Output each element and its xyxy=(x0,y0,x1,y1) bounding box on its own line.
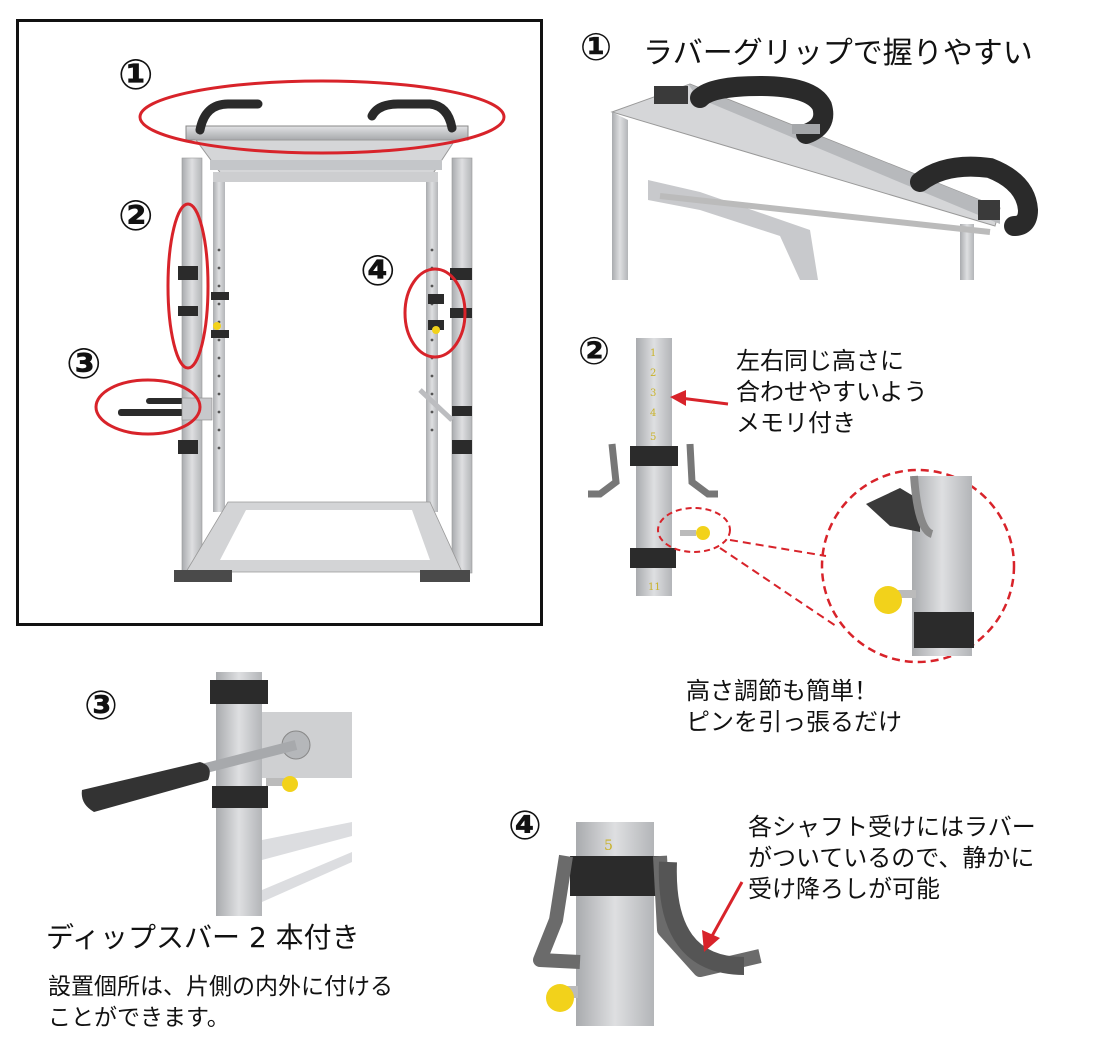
scale-mark-1: 1 xyxy=(650,348,656,359)
scale-mark-11: 11 xyxy=(648,582,661,593)
feature4-scale-mark: 5 xyxy=(604,838,613,854)
feature3-description: 設置個所は、片側の内外に付ける ことができます。 xyxy=(48,974,393,1032)
feature4-number: ④ xyxy=(508,803,542,849)
feature1-number: ① xyxy=(580,25,613,69)
scale-mark-3: 3 xyxy=(650,388,656,399)
feature2-number: ② xyxy=(578,329,611,373)
feature3-number: ③ xyxy=(84,683,118,729)
feature1-caption: ラバーグリップで握りやすい xyxy=(643,36,1033,71)
feature3-title: ディップスバー 2 本付き xyxy=(46,921,360,954)
overview-marker-2: ② xyxy=(118,191,154,240)
feature2-scale-callout: 左右同じ高さに 合わせやすいよう メモリ付き xyxy=(736,347,928,438)
feature2-adjust-callout: 高さ調節も簡単！ ピンを引っ張るだけ xyxy=(686,677,902,737)
overview-marker-4: ④ xyxy=(360,246,396,295)
feature4-callout: 各シャフト受けにはラバー がついているので、静かに 受け降ろしが可能 xyxy=(748,813,1036,904)
overview-marker-3: ③ xyxy=(66,339,102,388)
overview-marker-1: ① xyxy=(118,50,154,99)
scale-mark-2: 2 xyxy=(650,368,656,379)
scale-mark-4: 4 xyxy=(650,408,656,419)
scale-mark-5: 5 xyxy=(650,432,656,443)
